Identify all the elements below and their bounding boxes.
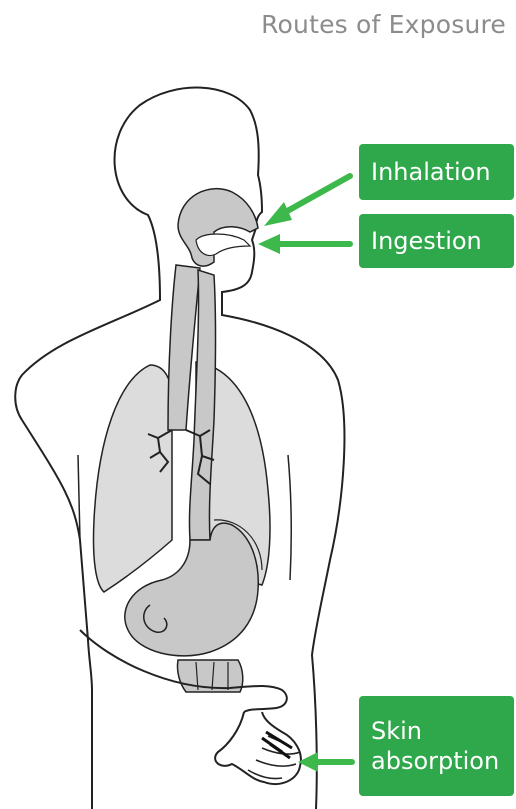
right-arm-crease [288, 455, 291, 580]
inhalation-label: Inhalation [359, 144, 514, 200]
ingestion-label: Ingestion [359, 214, 514, 268]
inhalation-arrow [264, 176, 350, 226]
inhalation-label-text: Inhalation [371, 157, 502, 187]
skin-absorption-line2: absorption [371, 746, 502, 776]
nasal-oral-cavity [178, 189, 258, 266]
body-outline [15, 88, 344, 809]
skin-absorption-line1: Skin [371, 716, 502, 746]
diagram-title: Routes of Exposure [261, 10, 506, 39]
ingestion-label-text: Ingestion [371, 226, 502, 256]
fingers [248, 736, 300, 779]
tongue [196, 234, 250, 255]
left-lung [93, 365, 172, 592]
skin-absorption-arrow [298, 752, 352, 772]
hand [215, 712, 301, 784]
ingestion-arrow [258, 234, 350, 254]
skin-absorption-label: Skin absorption [359, 696, 514, 796]
